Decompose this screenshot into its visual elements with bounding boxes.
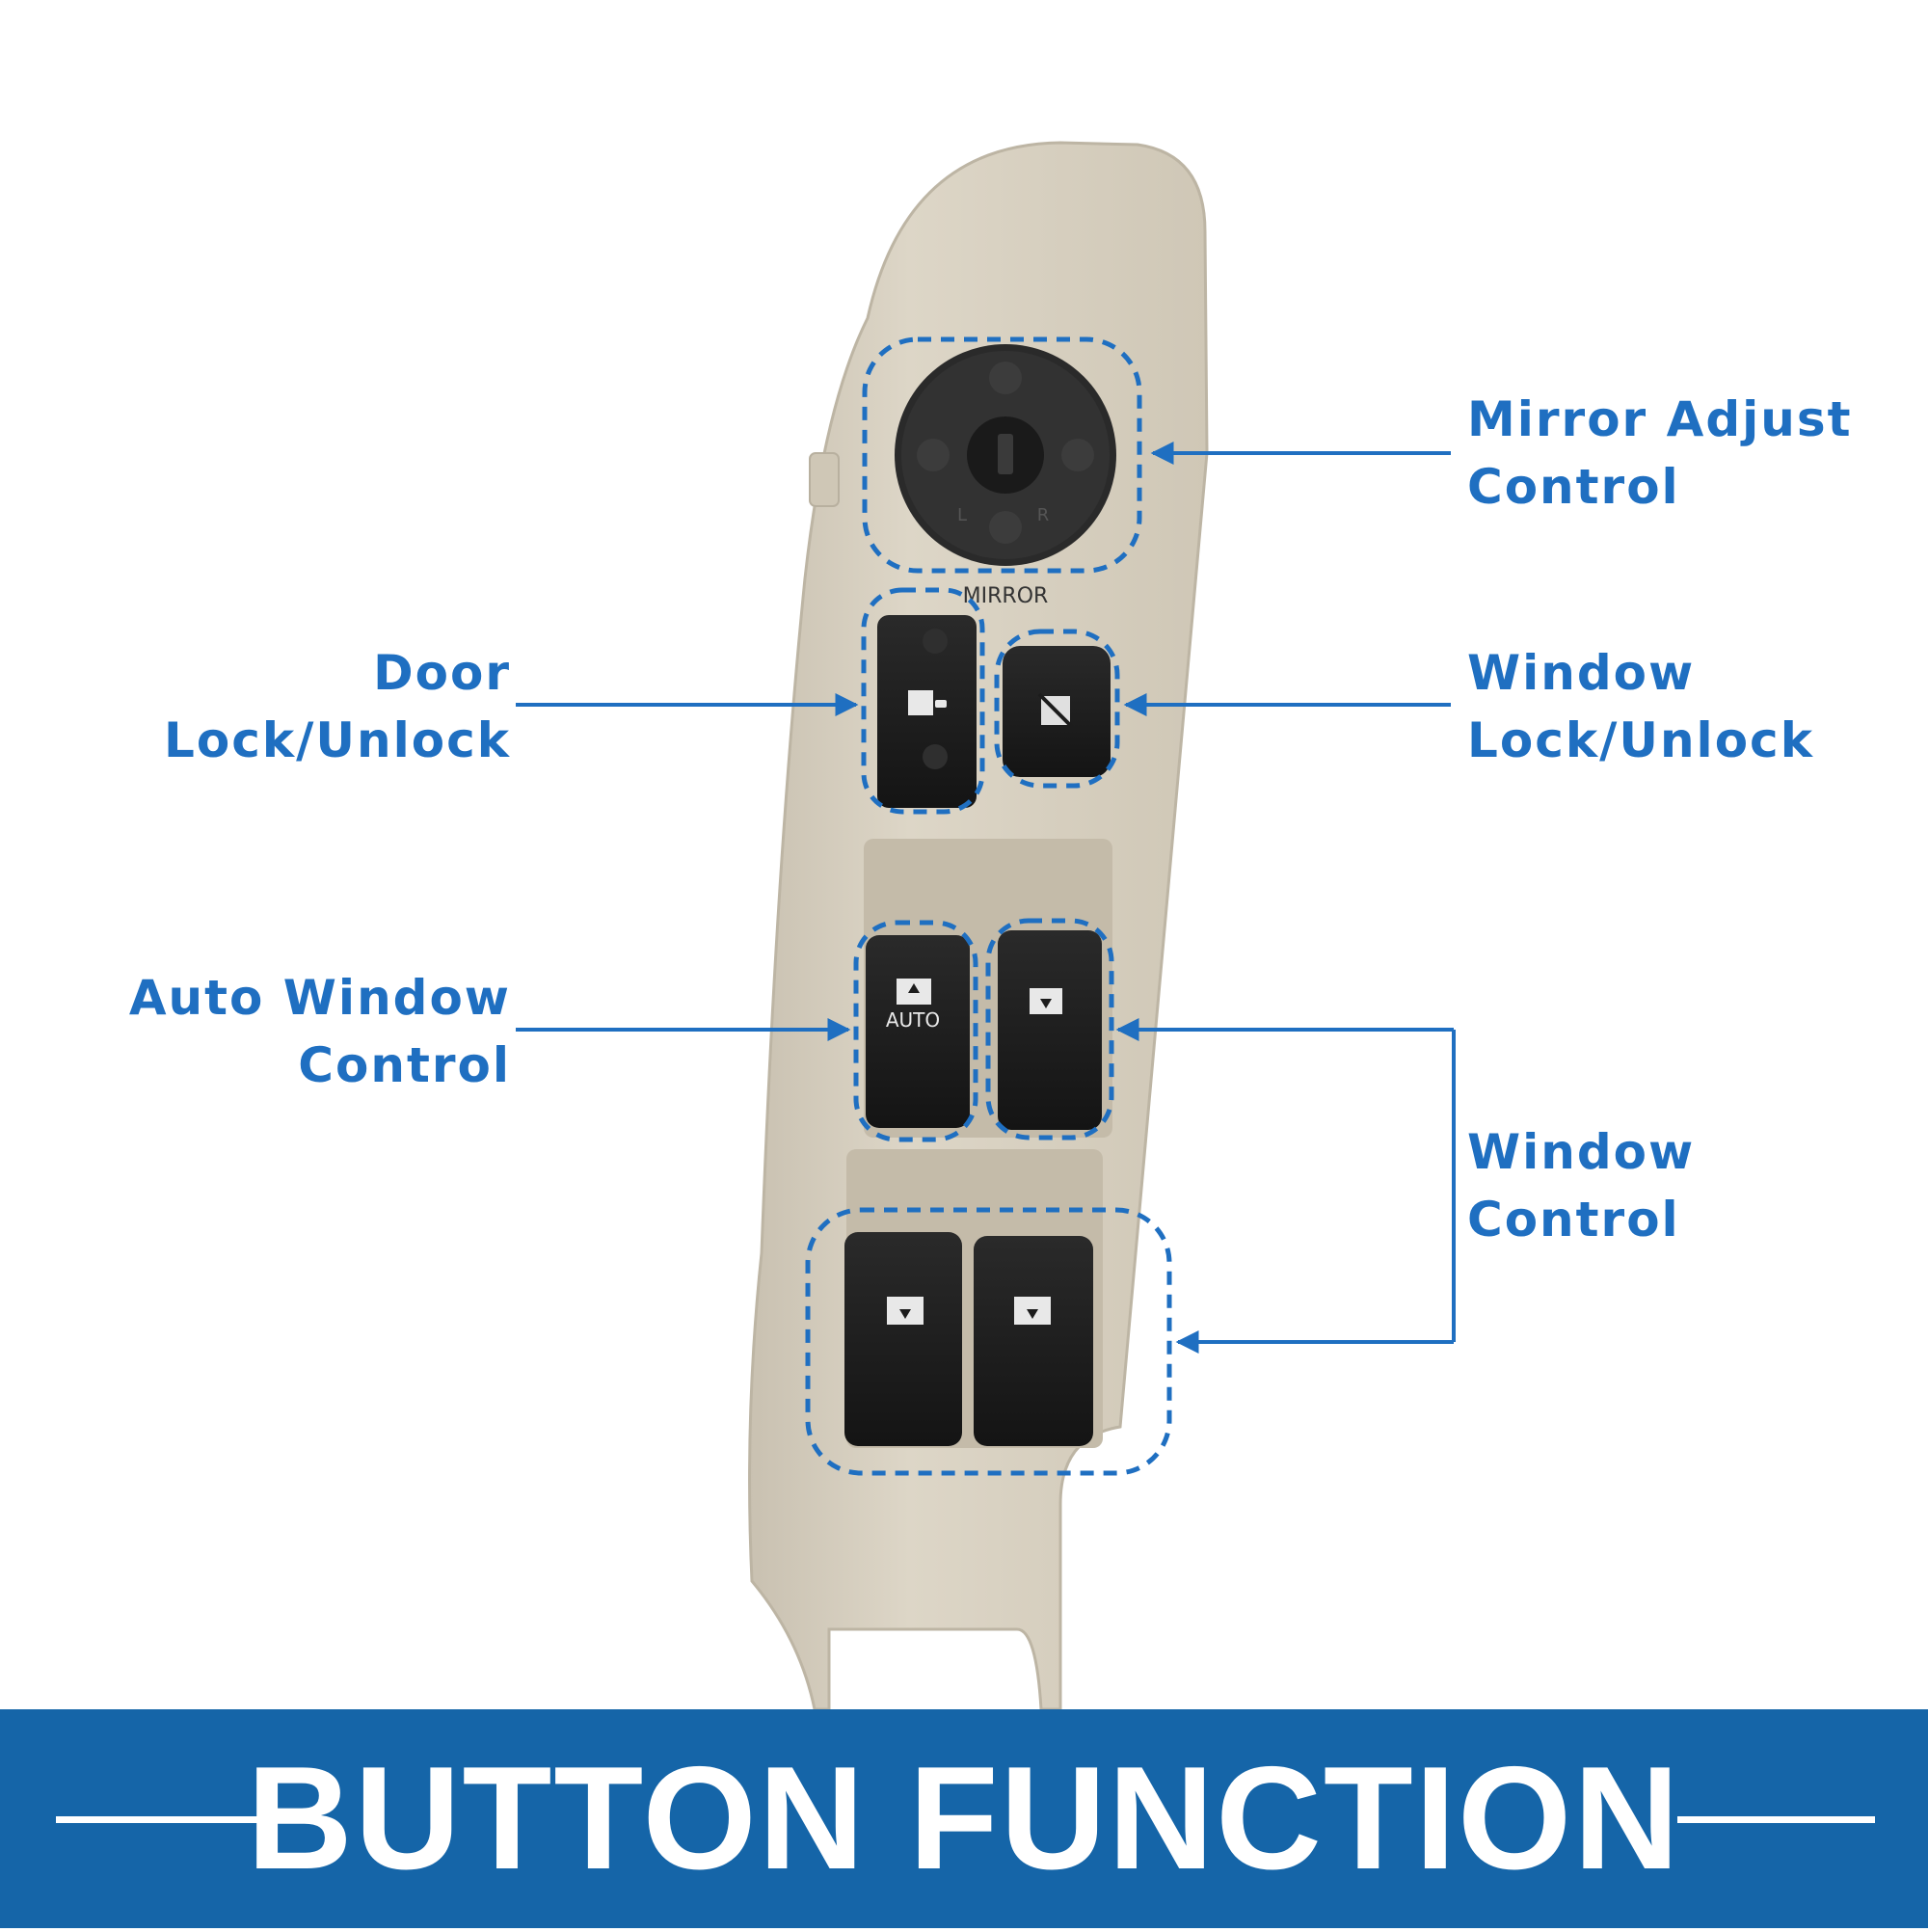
auto-label: AUTO: [886, 1008, 940, 1032]
door-lock-highlight: [861, 587, 985, 815]
mirror-left-label: L: [957, 505, 967, 525]
banner-rule-right: [1677, 1816, 1875, 1823]
rear-window-switch-left[interactable]: [844, 1232, 962, 1446]
window-icon: [1030, 988, 1062, 1014]
door-lock-label: Door Lock/Unlock: [164, 645, 511, 768]
rear-window-left-icon: [887, 1297, 924, 1325]
title-banner: BUTTON FUNCTION: [0, 1709, 1928, 1928]
mirror-label: MIRROR: [963, 584, 1049, 608]
auto-window-icon: [897, 979, 931, 1005]
mirror-adjust-label: Mirror Adjust Control: [1467, 391, 1853, 515]
rear-window-right-icon: [1014, 1297, 1051, 1325]
window-lock-label: Window Lock/Unlock: [1467, 645, 1814, 768]
window-lock-icon: [1037, 692, 1074, 729]
rear-window-switch-right[interactable]: [974, 1236, 1093, 1446]
rear-window-highlight: [805, 1207, 1172, 1476]
side-clip: [809, 452, 840, 507]
auto-window-label: Auto Window Control: [128, 970, 511, 1093]
auto-window-switch[interactable]: [866, 935, 970, 1128]
banner-rule-left: [56, 1816, 263, 1823]
window-control-highlight: [985, 918, 1114, 1140]
mirror-right-label: R: [1037, 505, 1050, 525]
window-lock-highlight: [994, 629, 1120, 789]
door-lock-icon: [908, 690, 947, 715]
mirror-highlight: [862, 336, 1142, 574]
banner-title: BUTTON FUNCTION: [247, 1736, 1681, 1900]
auto-window-highlight: [853, 920, 978, 1142]
window-control-label: Window Control: [1467, 1124, 1696, 1248]
window-switch-passenger[interactable]: [998, 930, 1102, 1130]
